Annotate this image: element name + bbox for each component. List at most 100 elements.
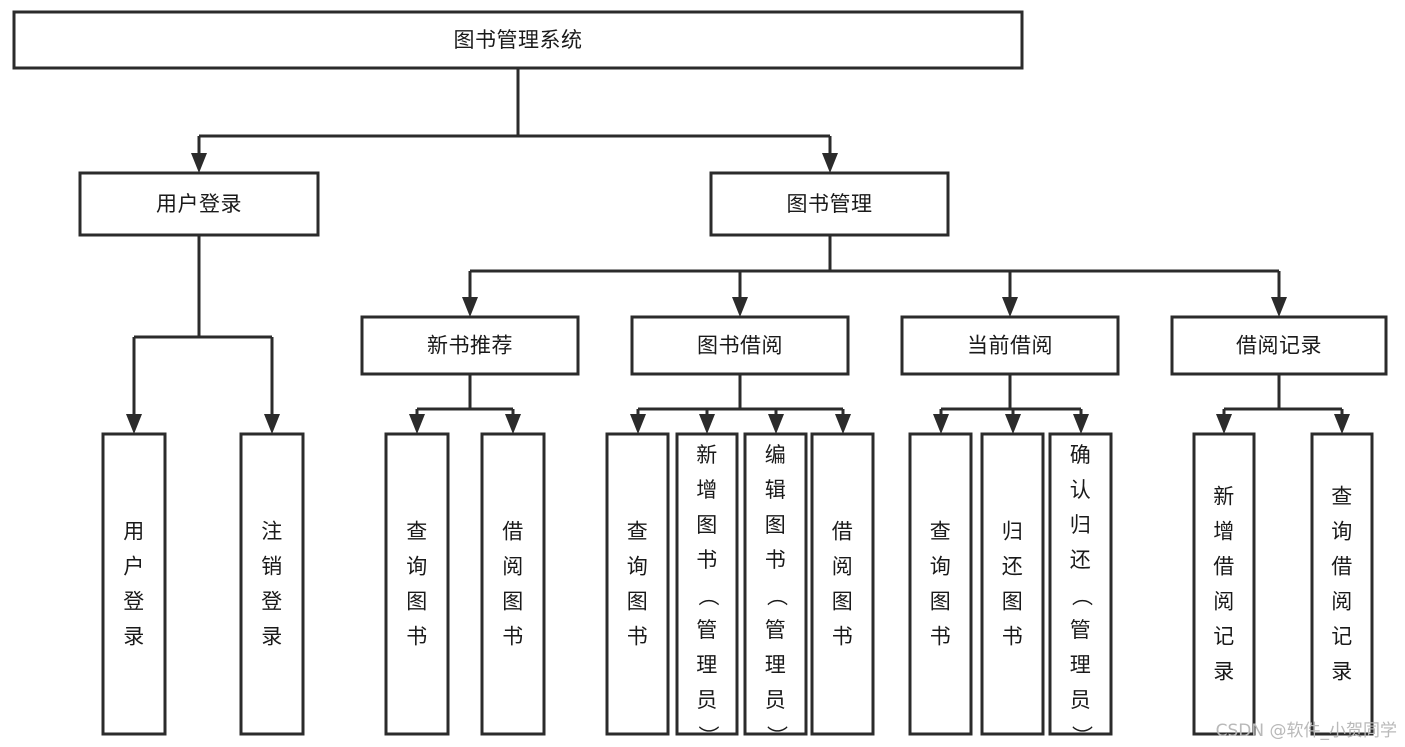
node-newbook[interactable]: 新书推荐 bbox=[360, 315, 580, 376]
node-label-char: 还 bbox=[1002, 555, 1024, 579]
connector-arrow-icon bbox=[505, 414, 521, 434]
node-label-char: 用 bbox=[123, 520, 145, 544]
connector-group-root bbox=[191, 68, 838, 173]
node-label-char: 注 bbox=[261, 520, 283, 544]
node-box-leaf-query-record[interactable] bbox=[1310, 432, 1374, 736]
node-box-login[interactable] bbox=[78, 171, 320, 237]
node-label-char: 录 bbox=[123, 625, 145, 649]
node-borrow[interactable]: 图书借阅 bbox=[630, 315, 850, 376]
node-label-char: 理 bbox=[1070, 653, 1092, 677]
node-box-leaf-add-book[interactable] bbox=[675, 432, 739, 736]
node-box-bookmgmt[interactable] bbox=[709, 171, 950, 237]
node-label-char: 记 bbox=[1213, 625, 1235, 649]
node-label-char: 户 bbox=[123, 555, 145, 579]
node-bookmgmt[interactable]: 图书管理 bbox=[709, 171, 950, 237]
node-box-newbook[interactable] bbox=[360, 315, 580, 376]
node-box-leaf-query-new[interactable] bbox=[384, 432, 450, 736]
node-box-leaf-add-record[interactable] bbox=[1192, 432, 1256, 736]
node-box-leaf-confirm-ret[interactable] bbox=[1048, 432, 1113, 736]
node-layer: 图书管理系统用户登录图书管理新书推荐图书借阅当前借阅借阅记录用户登录注销登录查询… bbox=[12, 10, 1388, 747]
node-label-char: 理 bbox=[765, 653, 787, 677]
node-label-bookmgmt: 图书管理 bbox=[787, 192, 873, 216]
node-box-leaf-return-book[interactable] bbox=[980, 432, 1045, 736]
node-box-records[interactable] bbox=[1170, 315, 1388, 376]
node-label-char: ） bbox=[696, 725, 720, 747]
node-label-char: 图 bbox=[1002, 590, 1024, 614]
node-label-char: （ bbox=[765, 585, 789, 607]
node-box-root[interactable] bbox=[12, 10, 1024, 70]
node-box-leaf-user-login[interactable] bbox=[101, 432, 167, 736]
node-current[interactable]: 当前借阅 bbox=[900, 315, 1120, 376]
node-login[interactable]: 用户登录 bbox=[78, 171, 320, 237]
node-label-char: 确 bbox=[1070, 443, 1092, 467]
node-box-leaf-user-logout[interactable] bbox=[239, 432, 305, 736]
node-label-char: 图 bbox=[627, 590, 649, 614]
node-label-char: 阅 bbox=[1331, 590, 1353, 614]
node-label-char: 图 bbox=[406, 590, 428, 614]
node-label-records: 借阅记录 bbox=[1236, 334, 1322, 358]
connector-group-login bbox=[126, 235, 280, 434]
connector-group-bookmgmt bbox=[462, 235, 1287, 317]
node-box-leaf-edit-book[interactable] bbox=[743, 432, 808, 736]
connector-arrow-icon bbox=[630, 414, 646, 434]
node-label-char: 新 bbox=[1213, 485, 1235, 509]
connector-arrow-icon bbox=[1271, 297, 1287, 317]
node-box-leaf-query-book[interactable] bbox=[605, 432, 670, 736]
node-label-char: 询 bbox=[627, 555, 649, 579]
node-label-char: 录 bbox=[1213, 660, 1235, 684]
node-root[interactable]: 图书管理系统 bbox=[12, 10, 1024, 70]
node-label-char: （ bbox=[696, 585, 720, 607]
node-label-char: 管 bbox=[696, 618, 718, 642]
node-label-char: 阅 bbox=[832, 555, 854, 579]
node-box-leaf-borrow-book[interactable] bbox=[810, 432, 875, 736]
node-label-char: 销 bbox=[261, 555, 283, 579]
node-box-current[interactable] bbox=[900, 315, 1120, 376]
connector-arrow-icon bbox=[822, 153, 838, 173]
connector-group-newbook bbox=[409, 374, 521, 434]
node-label-char: 录 bbox=[1331, 660, 1353, 684]
node-label-char: 登 bbox=[123, 590, 145, 614]
node-label-char: 阅 bbox=[1213, 590, 1235, 614]
node-label-char: 询 bbox=[406, 555, 428, 579]
node-label-char: （ bbox=[1070, 585, 1094, 607]
node-label-char: 录 bbox=[261, 625, 283, 649]
node-box-leaf-borrow-new[interactable] bbox=[480, 432, 546, 736]
connector-arrow-icon bbox=[768, 414, 784, 434]
node-label-char: 借 bbox=[1331, 555, 1353, 579]
connector-arrow-icon bbox=[409, 414, 425, 434]
node-label-char: 登 bbox=[261, 590, 283, 614]
node-label-char: 查 bbox=[1331, 485, 1353, 509]
node-label-char: 借 bbox=[832, 520, 854, 544]
connector-arrow-icon bbox=[732, 297, 748, 317]
node-label-char: 书 bbox=[832, 625, 854, 649]
node-label-char: 图 bbox=[765, 513, 787, 537]
node-label-char: 增 bbox=[1213, 520, 1235, 544]
node-label-char: 认 bbox=[1070, 478, 1092, 502]
node-label-char: 书 bbox=[627, 625, 649, 649]
node-box-leaf-query-cur[interactable] bbox=[908, 432, 973, 736]
node-label-char: 员 bbox=[765, 688, 787, 712]
node-box-borrow[interactable] bbox=[630, 315, 850, 376]
connector-arrow-icon bbox=[933, 414, 949, 434]
node-label-char: 还 bbox=[1070, 548, 1092, 572]
node-label-char: 书 bbox=[406, 625, 428, 649]
node-records[interactable]: 借阅记录 bbox=[1170, 315, 1388, 376]
node-leaf-user-login[interactable]: 用户登录 bbox=[101, 432, 167, 736]
node-label-char: 书 bbox=[1002, 625, 1024, 649]
connector-arrow-icon bbox=[1216, 414, 1232, 434]
node-label-char: 图 bbox=[930, 590, 952, 614]
